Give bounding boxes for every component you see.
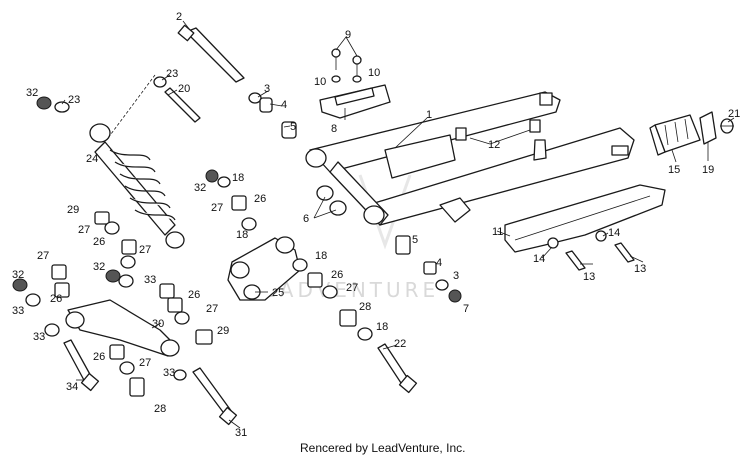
- callout-18d: 18: [376, 321, 388, 333]
- callout-leaders: [61, 20, 735, 429]
- callout-26b: 26: [50, 293, 62, 305]
- callout-14: 14: [533, 253, 545, 265]
- callout-18c: 18: [315, 250, 327, 262]
- callout-7: 7: [463, 303, 469, 315]
- callout-33c: 33: [33, 331, 45, 343]
- callout-26c: 26: [188, 289, 200, 301]
- shock-absorber: [89, 123, 185, 249]
- bolt-22: [377, 343, 418, 394]
- callout-10: 10: [314, 76, 326, 88]
- callout-20: 20: [178, 83, 190, 95]
- callout-24: 24: [86, 153, 98, 165]
- callout-28b: 28: [359, 301, 371, 313]
- callout-28: 28: [154, 403, 166, 415]
- bolt-31: [192, 367, 238, 426]
- callout-10b: 10: [368, 67, 380, 79]
- callout-22: 22: [394, 338, 406, 350]
- bolt-21: [720, 118, 734, 134]
- callout-33b: 33: [144, 274, 156, 286]
- callout-27b: 27: [37, 250, 49, 262]
- callout-32: 32: [26, 87, 38, 99]
- callout-34: 34: [66, 381, 78, 393]
- callout-3: 3: [264, 83, 270, 95]
- callout-4b: 4: [436, 257, 442, 269]
- chain-guide: [319, 84, 391, 119]
- callout-26e: 26: [254, 193, 266, 205]
- callout-26: 26: [93, 236, 105, 248]
- callout-6: 6: [303, 213, 309, 225]
- callout-5b: 5: [412, 234, 418, 246]
- callout-13b: 13: [634, 263, 646, 275]
- callout-32c: 32: [93, 261, 105, 273]
- swingarm: [305, 91, 635, 226]
- callout-8: 8: [331, 123, 337, 135]
- callout-27c: 27: [139, 244, 151, 256]
- callout-19: 19: [702, 164, 714, 176]
- callout-4: 4: [281, 99, 287, 111]
- callout-15: 15: [668, 164, 680, 176]
- callout-23: 23: [166, 68, 178, 80]
- callout-27g: 27: [346, 282, 358, 294]
- callout-labels: 1 2 3 3 4 4 5 5 6 7 8 9 10 10 11 12 13 1…: [12, 11, 740, 439]
- linkage-arm-30: [65, 299, 180, 357]
- callout-18: 18: [232, 172, 244, 184]
- chain-guard: [504, 184, 666, 253]
- callout-26d: 26: [93, 351, 105, 363]
- callout-5: 5: [290, 121, 296, 133]
- rocker-link-25: [227, 236, 301, 301]
- callout-23b: 23: [68, 94, 80, 106]
- callout-27f: 27: [211, 202, 223, 214]
- callout-33: 33: [12, 305, 24, 317]
- callout-32b: 32: [12, 269, 24, 281]
- callout-18b: 18: [236, 229, 248, 241]
- callout-11: 11: [492, 226, 503, 238]
- callout-2: 2: [176, 11, 182, 23]
- callout-26f: 26: [331, 269, 343, 281]
- callout-9: 9: [345, 29, 351, 41]
- callout-14b: 14: [608, 227, 620, 239]
- callout-30: 30: [152, 318, 164, 330]
- render-credit: Rencered by LeadVenture, Inc.: [300, 441, 465, 455]
- nut-10: [331, 75, 362, 83]
- callout-29b: 29: [217, 325, 229, 337]
- plate-19: [699, 111, 717, 145]
- callout-21: 21: [728, 108, 740, 120]
- bolt-20: [164, 87, 201, 123]
- callout-27d: 27: [206, 303, 218, 315]
- screw-9: [331, 48, 362, 76]
- callout-27e: 27: [139, 357, 151, 369]
- callout-27: 27: [78, 224, 90, 236]
- leader-shock-dashed: [107, 74, 156, 139]
- callout-32d: 32: [194, 182, 206, 194]
- callout-1: 1: [426, 109, 432, 121]
- callout-13: 13: [583, 271, 595, 283]
- washer-and-nut-set: [12, 76, 635, 397]
- callout-29: 29: [67, 204, 79, 216]
- callout-25: 25: [272, 287, 284, 299]
- chain-slider-block: [649, 114, 701, 156]
- callout-33d: 33: [163, 367, 175, 379]
- callout-3b: 3: [453, 270, 459, 282]
- bolt-34: [63, 339, 100, 392]
- bolt-2: [177, 24, 245, 83]
- callout-12: 12: [488, 139, 500, 151]
- callout-31: 31: [235, 427, 247, 439]
